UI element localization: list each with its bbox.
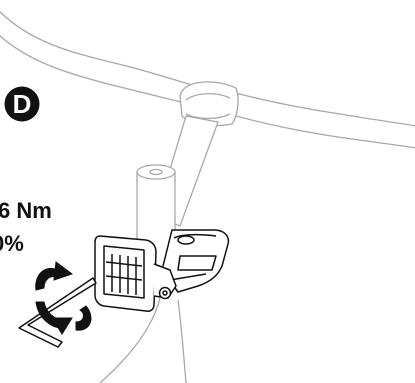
step-badge: D xyxy=(5,87,40,122)
percent-spec: 0% xyxy=(0,231,24,256)
clamp-bolt xyxy=(160,288,171,299)
step-label: D xyxy=(13,89,32,119)
torque-spec: 6 Nm xyxy=(0,198,52,223)
